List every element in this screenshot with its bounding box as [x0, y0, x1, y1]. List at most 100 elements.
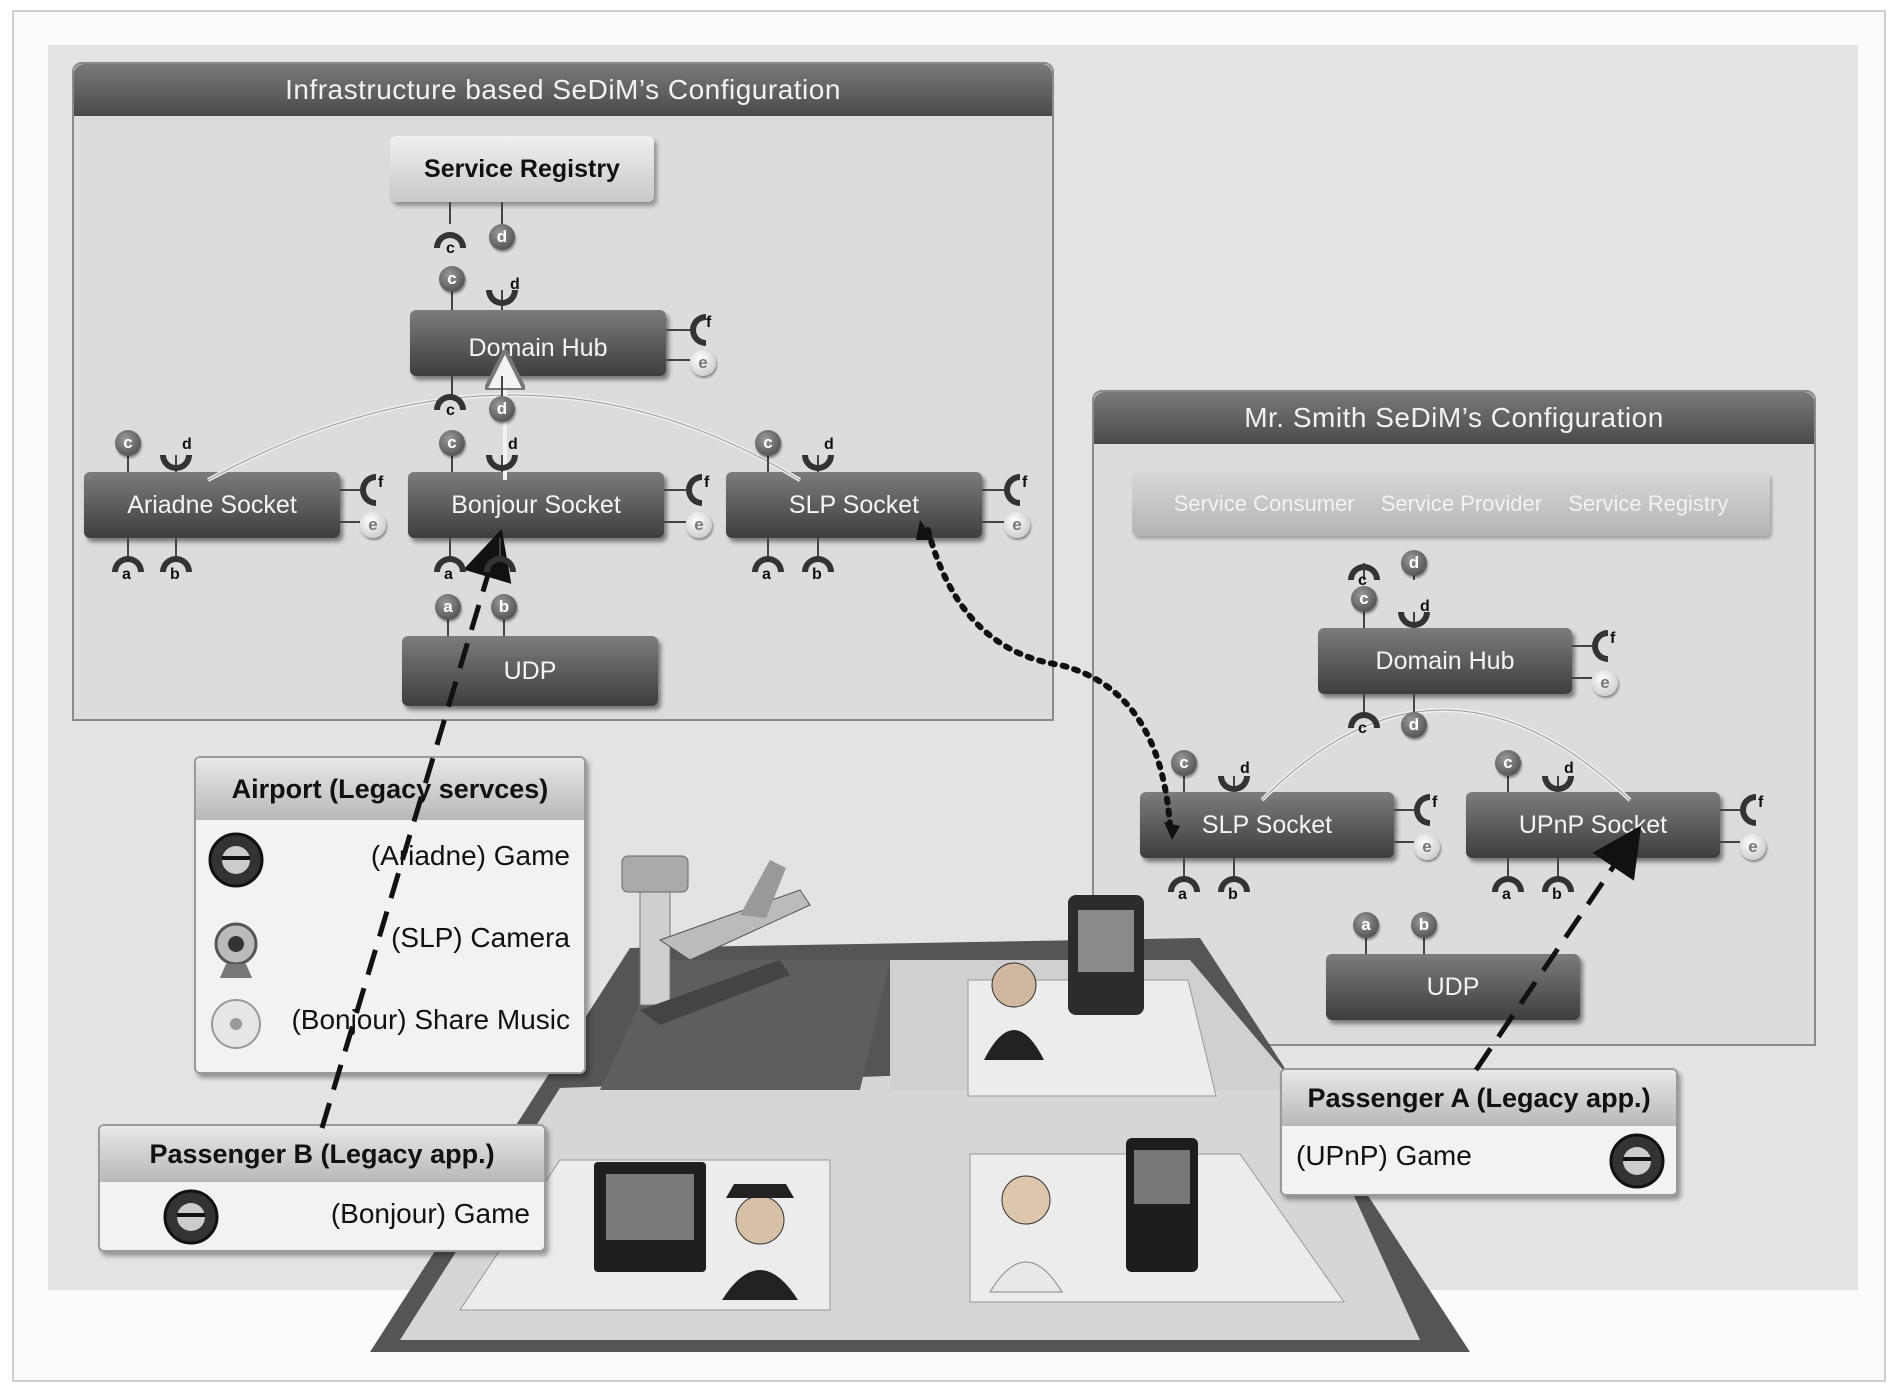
- port-c-cup: [434, 232, 466, 248]
- smith-domain-hub-box: Domain Hub: [1318, 628, 1572, 694]
- port-a-label: a: [122, 566, 131, 583]
- port-a-label: a: [1502, 886, 1511, 903]
- port-b-cup: [484, 556, 516, 572]
- port-e: e: [1592, 670, 1618, 696]
- port-f-label: f: [1022, 474, 1028, 491]
- passenger-a-item-game: (UPnP) Game: [1296, 1140, 1472, 1171]
- port-b: b: [491, 594, 517, 620]
- port-c-cup: [1348, 712, 1380, 728]
- port-f-cup: [1414, 794, 1430, 826]
- infra-udp-box: UDP: [402, 636, 658, 706]
- passenger-b-title: Passenger B (Legacy app.): [100, 1126, 544, 1182]
- passenger-a-title: Passenger A (Legacy app.): [1282, 1070, 1676, 1126]
- port-f-cup: [690, 314, 706, 346]
- port-d-cup: [1398, 612, 1430, 628]
- port-a-cup: [1168, 876, 1200, 892]
- port-f-cup: [1004, 474, 1020, 506]
- control-tower-cab: [621, 855, 689, 893]
- port-c: c: [755, 430, 781, 456]
- port-d-cup: [1542, 776, 1574, 792]
- port-b-label: b: [170, 566, 180, 583]
- port-d-label: d: [1564, 760, 1574, 777]
- port-b-cup: [160, 556, 192, 572]
- port-a-cup: [752, 556, 784, 572]
- officer-body: [722, 1270, 798, 1300]
- port-c-label: c: [446, 402, 455, 419]
- port-e: e: [1740, 834, 1766, 860]
- port-f-label: f: [704, 474, 710, 491]
- port-b-label: b: [812, 566, 822, 583]
- port-e: e: [686, 512, 712, 538]
- port-d: d: [1401, 550, 1427, 576]
- port-f-label: f: [706, 314, 712, 331]
- infra-config-title: Infrastructure based SeDiM’s Configurati…: [74, 64, 1052, 116]
- role-service-provider: Service Provider: [1380, 491, 1543, 516]
- port-a: a: [1353, 912, 1379, 938]
- port-b-label: b: [494, 566, 504, 583]
- infra-slp-socket-box: SLP Socket: [726, 472, 982, 538]
- port-d-cup: [1218, 776, 1250, 792]
- port-c: c: [1351, 586, 1377, 612]
- port-d: d: [489, 396, 515, 422]
- port-b-cup: [802, 556, 834, 572]
- port-d-cup: [486, 290, 518, 306]
- port-d-label: d: [508, 436, 518, 453]
- port-c-label: c: [1358, 720, 1367, 737]
- port-d-cup: [160, 455, 192, 471]
- port-d-label: d: [182, 436, 192, 453]
- port-c-label: c: [446, 240, 455, 257]
- smartphone-bottom-screen: [1134, 1150, 1190, 1204]
- passenger-b-item-game: (Bonjour) Game: [330, 1198, 530, 1229]
- port-a: a: [435, 594, 461, 620]
- airport-item-camera: (SLP) Camera: [391, 922, 570, 953]
- game-icon: [163, 1189, 219, 1245]
- port-c: c: [1495, 750, 1521, 776]
- port-c: c: [439, 430, 465, 456]
- person-top-body: [984, 1030, 1044, 1060]
- airport-legacy-box: Airport (Legacy servces) (Ariadne) Game …: [194, 756, 586, 1074]
- port-d-cup: [486, 455, 518, 471]
- control-tower: [639, 884, 671, 1006]
- port-c: c: [439, 266, 465, 292]
- port-c-cup: [1348, 564, 1380, 580]
- port-e: e: [690, 350, 716, 376]
- floor-upper-left: [600, 960, 890, 1090]
- game-icon: [1609, 1133, 1665, 1189]
- slp-to-slp-link: [925, 527, 1173, 829]
- service-registry-box: Service Registry: [390, 136, 654, 202]
- role-service-registry: Service Registry: [1568, 491, 1729, 516]
- person-top-head: [991, 962, 1037, 1008]
- port-e: e: [1004, 512, 1030, 538]
- port-d-label: d: [510, 276, 520, 293]
- smith-config-title: Mr. Smith SeDiM’s Configuration: [1094, 392, 1814, 444]
- tablet-bottom-screen: [606, 1174, 694, 1240]
- port-a-label: a: [762, 566, 771, 583]
- port-e: e: [1414, 834, 1440, 860]
- bonjour-socket-box: Bonjour Socket: [408, 472, 664, 538]
- airplane-wing: [740, 860, 786, 918]
- port-a-cup: [1492, 876, 1524, 892]
- smith-udp-box: UDP: [1326, 954, 1580, 1020]
- port-d: d: [489, 224, 515, 250]
- port-b-label: b: [1228, 886, 1238, 903]
- port-b-cup: [1218, 876, 1250, 892]
- port-b: b: [1411, 912, 1437, 938]
- webcam-icon: [214, 922, 258, 978]
- airport-legacy-title: Airport (Legacy servces): [196, 758, 584, 820]
- doctor-head: [1001, 1175, 1051, 1225]
- port-d: d: [1401, 712, 1427, 738]
- port-c-label: c: [1358, 572, 1367, 589]
- pda-top-screen: [1078, 910, 1134, 972]
- port-f-cup: [686, 474, 702, 506]
- port-a-label: a: [444, 566, 453, 583]
- port-c: c: [115, 430, 141, 456]
- port-a-cup: [112, 556, 144, 572]
- port-f-cup: [360, 474, 376, 506]
- port-f-label: f: [1758, 794, 1764, 811]
- smith-roles-bar: Service Consumer Service Provider Servic…: [1132, 472, 1770, 536]
- port-a-label: a: [1178, 886, 1187, 903]
- port-c: c: [1171, 750, 1197, 776]
